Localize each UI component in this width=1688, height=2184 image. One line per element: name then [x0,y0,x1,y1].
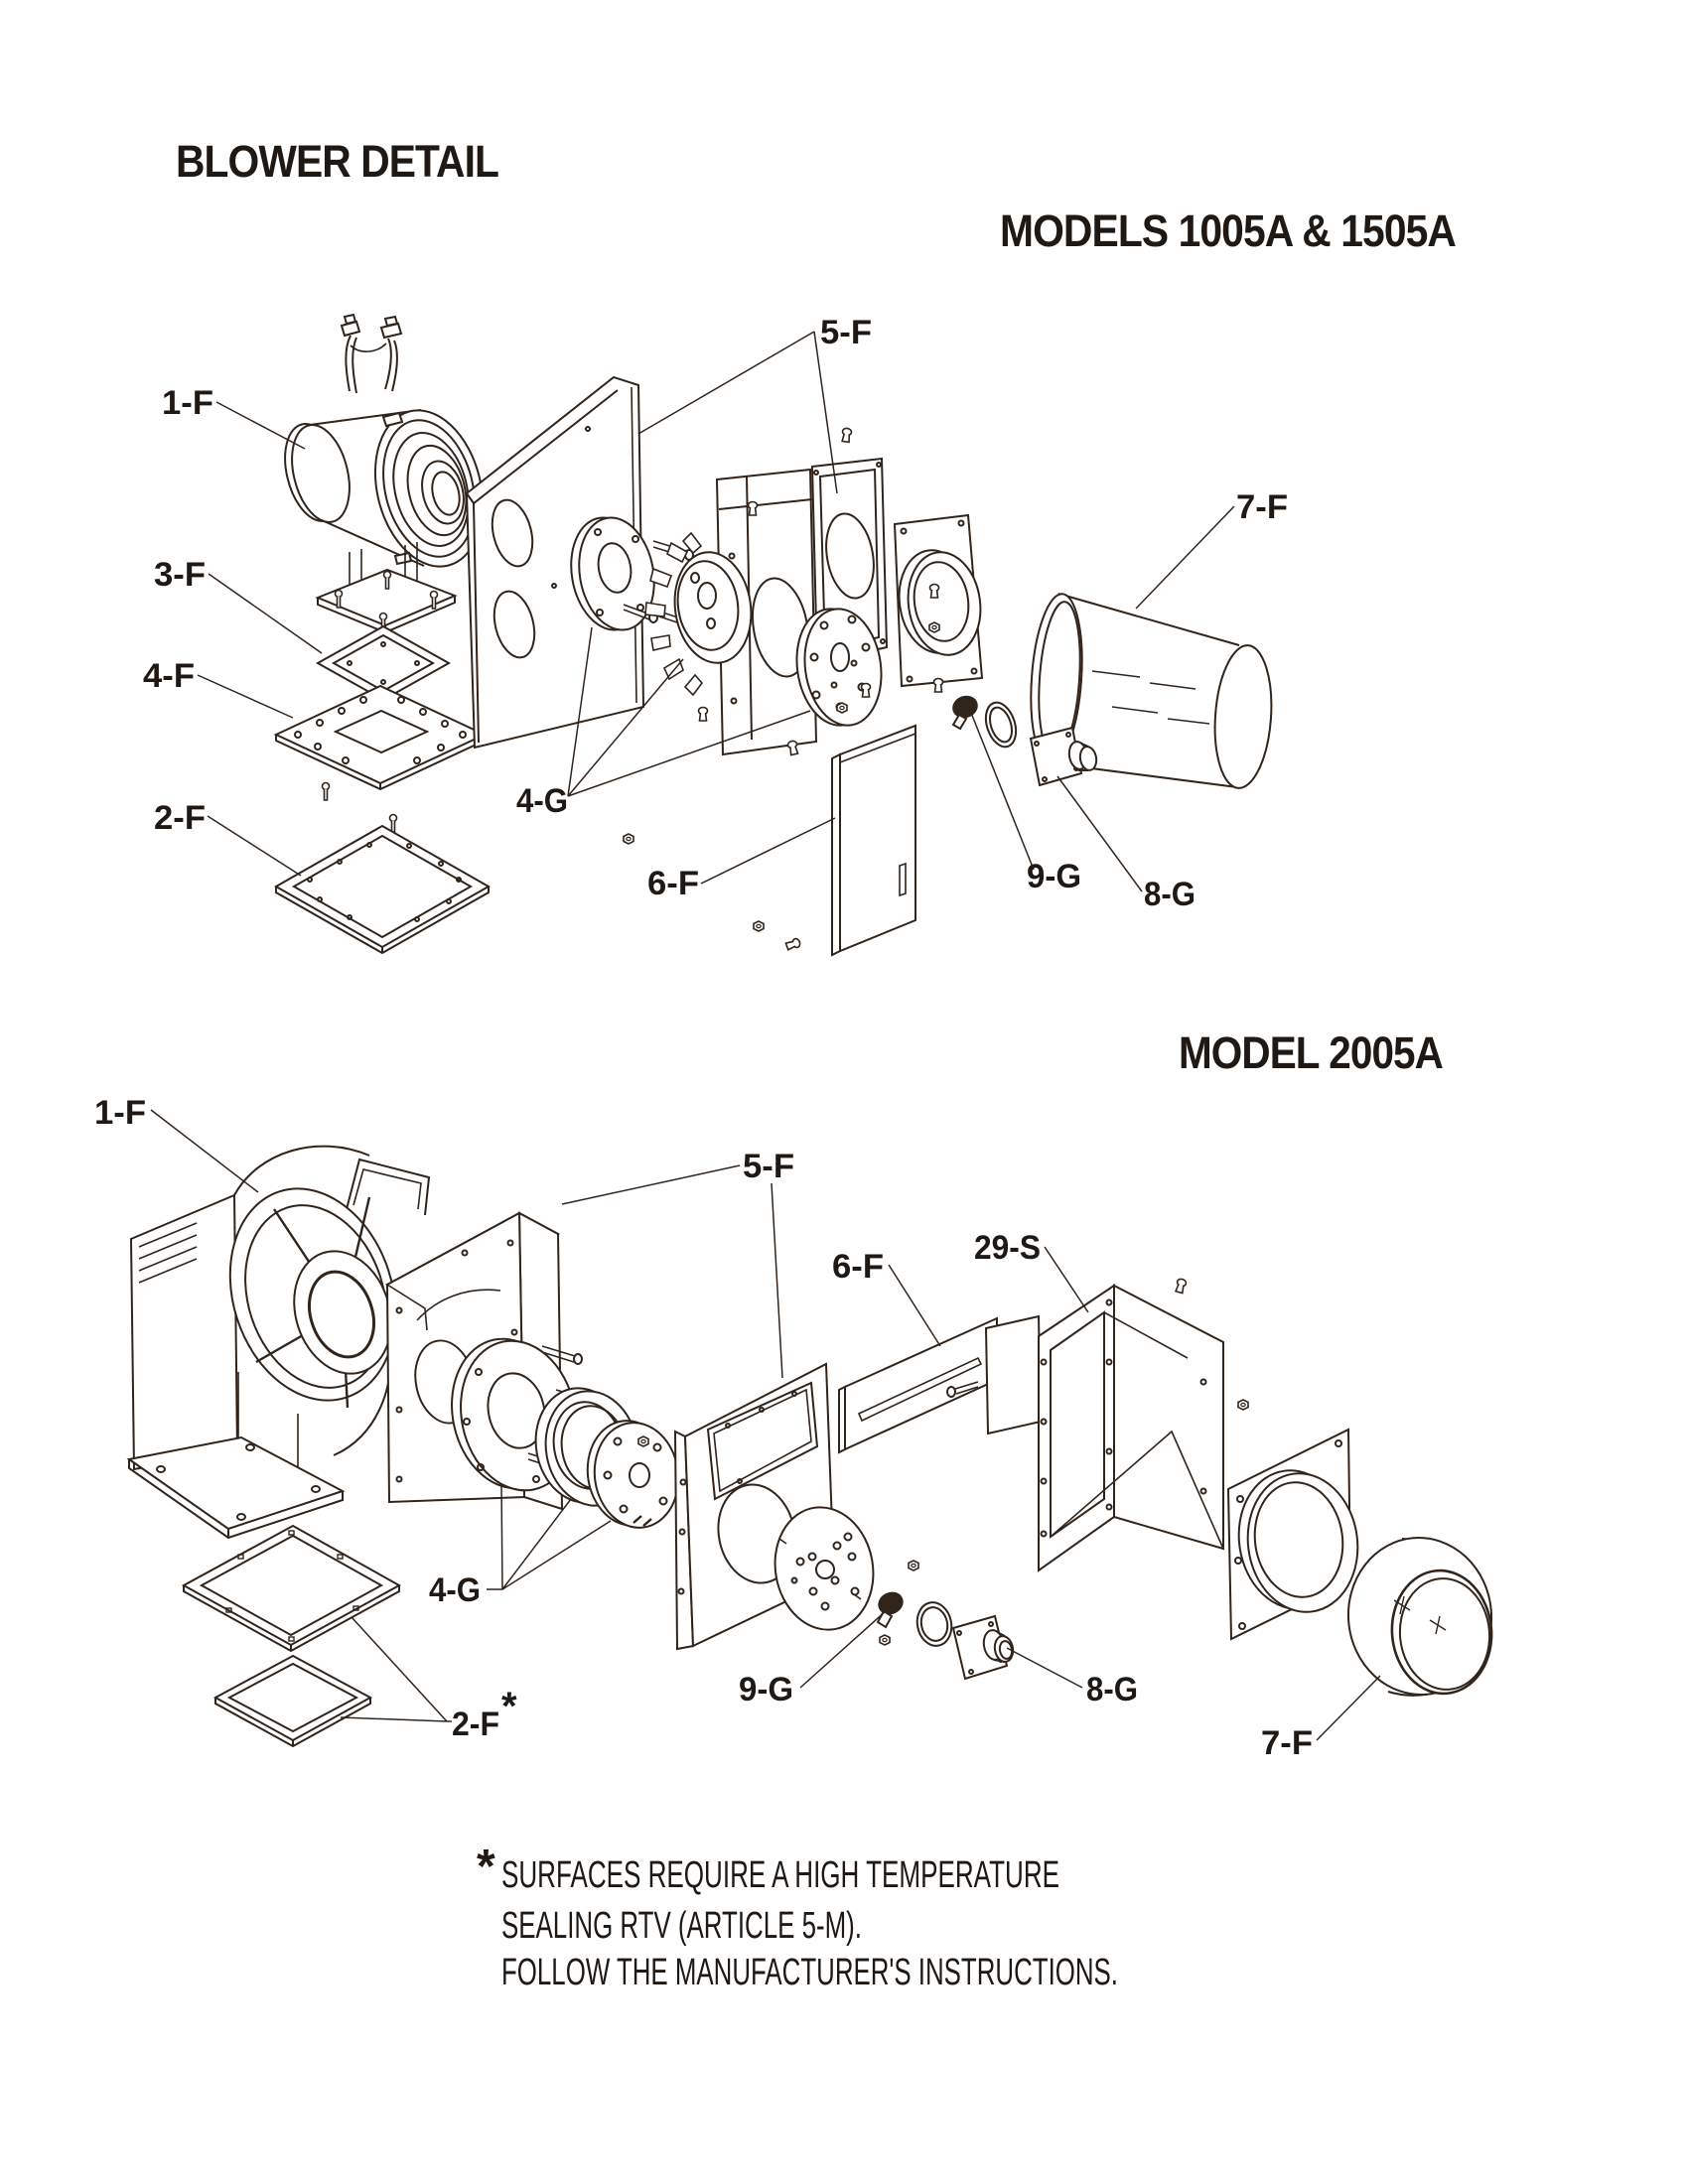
perforated-disc-d2 [774,1506,875,1631]
label-29s-d2: 29-S [974,1229,1041,1267]
footnote-line3: FOLLOW THE MANUFACTURER'S INSTRUCTIONS. [501,1952,1118,1993]
plug-9g-d1 [951,695,978,731]
label-8g-d2: 8-G [1086,1671,1138,1708]
duct-box-29s [1038,1284,1224,1572]
label-4g-d2: 4-G [429,1571,481,1609]
gasket-2f [273,824,492,955]
label-7f-d1: 7-F [1236,488,1288,526]
label-2f-asterisk: * [501,1685,517,1728]
gasket-3f [315,624,452,702]
back-plate-d2 [946,1314,1043,1435]
label-4f-d1: 4-F [143,657,195,695]
leader-lines-d2 [150,1109,1381,1741]
footnote-asterisk: * [477,1841,495,1893]
flange-block-8g-d1 [1029,726,1098,787]
footnote-line1: SURFACES REQUIRE A HIGH TEMPERATURE [501,1854,1059,1896]
label-2f-d2: 2-F [452,1706,499,1743]
disc-4g-d2 [586,1420,680,1529]
plug-9g-d2 [876,1591,904,1629]
label-5f-d1: 5-F [820,314,872,351]
label-5f-d2: 5-F [743,1148,794,1185]
page-title: BLOWER DETAIL [176,136,498,187]
gasket-2f-upper-d2 [181,1524,402,1653]
collar-panel-d2 [1226,1428,1359,1641]
o-ring-d1 [984,701,1018,749]
footnote: * SURFACES REQUIRE A HIGH TEMPERATURE SE… [477,1841,1118,1993]
flange-block-8g-d2 [951,1614,1015,1681]
footnote-line2: SEALING RTV (ARTICLE 5-M). [501,1905,862,1947]
label-1f-d1: 1-F [162,384,213,422]
diagram2-heading: MODEL 2005A [1179,1027,1443,1078]
label-9g-d1: 9-G [1027,858,1081,895]
blower-housing-1f-d2 [126,1145,431,1540]
label-4g-d1: 4-G [516,782,568,820]
label-7f-d2: 7-F [1261,1724,1313,1762]
label-8g-d1: 8-G [1144,876,1196,913]
flange-ring-4g-a [570,516,694,631]
diagram1-heading: MODELS 1005A & 1505A [1000,205,1456,256]
access-door-6f-d1 [831,724,916,957]
diagram2-artwork [126,1109,1493,1748]
label-6f-d1: 6-F [647,865,699,902]
outlet-tube-7f-d1 [1030,593,1273,789]
collar-panel-d1 [893,513,984,688]
adapter-plate-4f [273,684,488,833]
label-6f-d2: 6-F [832,1248,884,1286]
label-9g-d2: 9-G [739,1671,793,1708]
o-ring-d2 [915,1601,953,1647]
impeller-4g-b [644,531,753,697]
gasket-2f-lower-d2 [212,1654,373,1748]
label-2f-d1: 2-F [154,799,206,837]
leader-lines-d1 [197,331,1235,892]
label-1f-d2: 1-F [94,1094,146,1132]
label-3f-d1: 3-F [154,556,206,594]
outlet-ring-7f-d2 [1346,1537,1493,1697]
blower-assembly-1f [284,313,485,634]
diagram1-artwork [197,313,1273,957]
slide-bar-6f-d2 [838,1316,998,1454]
